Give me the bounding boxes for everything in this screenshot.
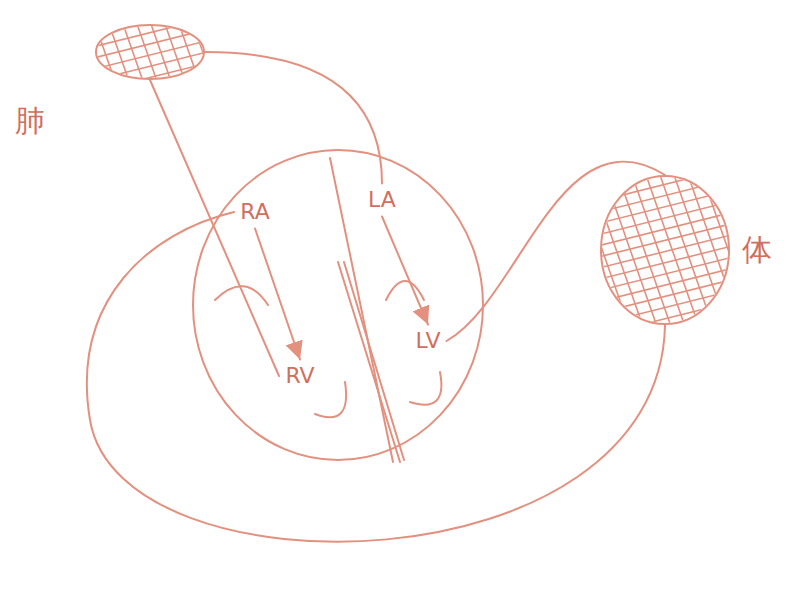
flow-hook — [386, 281, 424, 300]
organ-outline — [95, 24, 205, 80]
hatch-line — [249, 24, 269, 80]
hatch-line — [600, 45, 730, 78]
hatch-line — [53, 24, 73, 80]
flow-arrow — [255, 229, 300, 360]
hatch-line — [95, 86, 205, 114]
organ-ellipse: 肺 — [95, 24, 205, 80]
hatch-line — [600, 359, 730, 392]
chamber-region: RV — [279, 360, 321, 393]
hatch-line — [95, 53, 205, 81]
hatch-line — [600, 34, 730, 67]
hatch-line — [786, 175, 798, 325]
vessel-line — [150, 80, 279, 376]
hatch-line — [95, 120, 205, 148]
hatch-line — [604, 175, 657, 325]
hatch-line — [95, 64, 205, 91]
hatch-line — [207, 24, 227, 80]
hatch-line — [562, 175, 615, 325]
vessel-line — [87, 212, 665, 542]
hatch-line — [600, 101, 730, 133]
hatch-line — [235, 24, 255, 80]
hatch-line — [600, 314, 730, 347]
hatch-line — [67, 24, 87, 80]
hatch-line — [450, 175, 503, 325]
hatch-line — [600, 67, 730, 100]
hatch-line — [600, 303, 730, 336]
hatch-line — [95, 0, 205, 13]
hatch-line — [600, 347, 730, 380]
septum-line — [344, 262, 404, 460]
hatching — [450, 23, 798, 392]
vessel-line — [205, 52, 382, 184]
hatch-line — [95, 8, 205, 36]
hatch-line — [600, 23, 730, 56]
chamber-region: RA — [234, 196, 276, 229]
hatch-line — [95, 109, 205, 137]
hatch-line — [600, 123, 730, 156]
flow-hook — [315, 382, 346, 417]
chamber-region: LV — [410, 325, 447, 358]
hatch-line — [81, 24, 101, 80]
organ-outline — [600, 175, 730, 325]
hatch-line — [95, 41, 205, 69]
flow-arrow — [382, 217, 428, 325]
organ-border — [601, 176, 729, 324]
hatch-line — [590, 175, 643, 325]
hatch-line — [39, 24, 59, 80]
chamber-label: RV — [285, 364, 314, 388]
organ-label: 体 — [742, 233, 772, 266]
hatch-line — [772, 175, 798, 325]
hatch-line — [600, 336, 730, 369]
hatch-line — [600, 135, 730, 168]
hatch-line — [534, 175, 587, 325]
organ-border — [96, 25, 204, 79]
hatch-line — [520, 175, 573, 325]
organ-ellipse: 体 — [600, 175, 730, 325]
hatch-line — [600, 112, 730, 145]
hatch-line — [600, 79, 730, 112]
hatching — [39, 0, 269, 147]
chamber-region: LA — [362, 184, 402, 217]
hatch-line — [600, 325, 730, 358]
hatch-line — [95, 97, 205, 125]
hatch-line — [492, 175, 545, 325]
hatch-line — [506, 175, 559, 325]
hatch-line — [95, 0, 205, 24]
hatch-line — [478, 175, 531, 325]
chamber-label: RA — [240, 200, 269, 224]
hatch-line — [600, 146, 730, 179]
flow-hook — [410, 372, 441, 405]
hatch-line — [221, 24, 241, 80]
hatch-line — [95, 0, 205, 2]
hatch-line — [600, 90, 730, 123]
hatch-line — [730, 175, 783, 325]
chamber-label: LV — [416, 329, 441, 353]
organ-label: 肺 — [15, 104, 45, 137]
chamber-label: LA — [368, 188, 396, 212]
hatch-line — [193, 24, 213, 80]
hatch-line — [464, 175, 517, 325]
hatch-line — [600, 56, 730, 89]
hatch-line — [548, 175, 601, 325]
